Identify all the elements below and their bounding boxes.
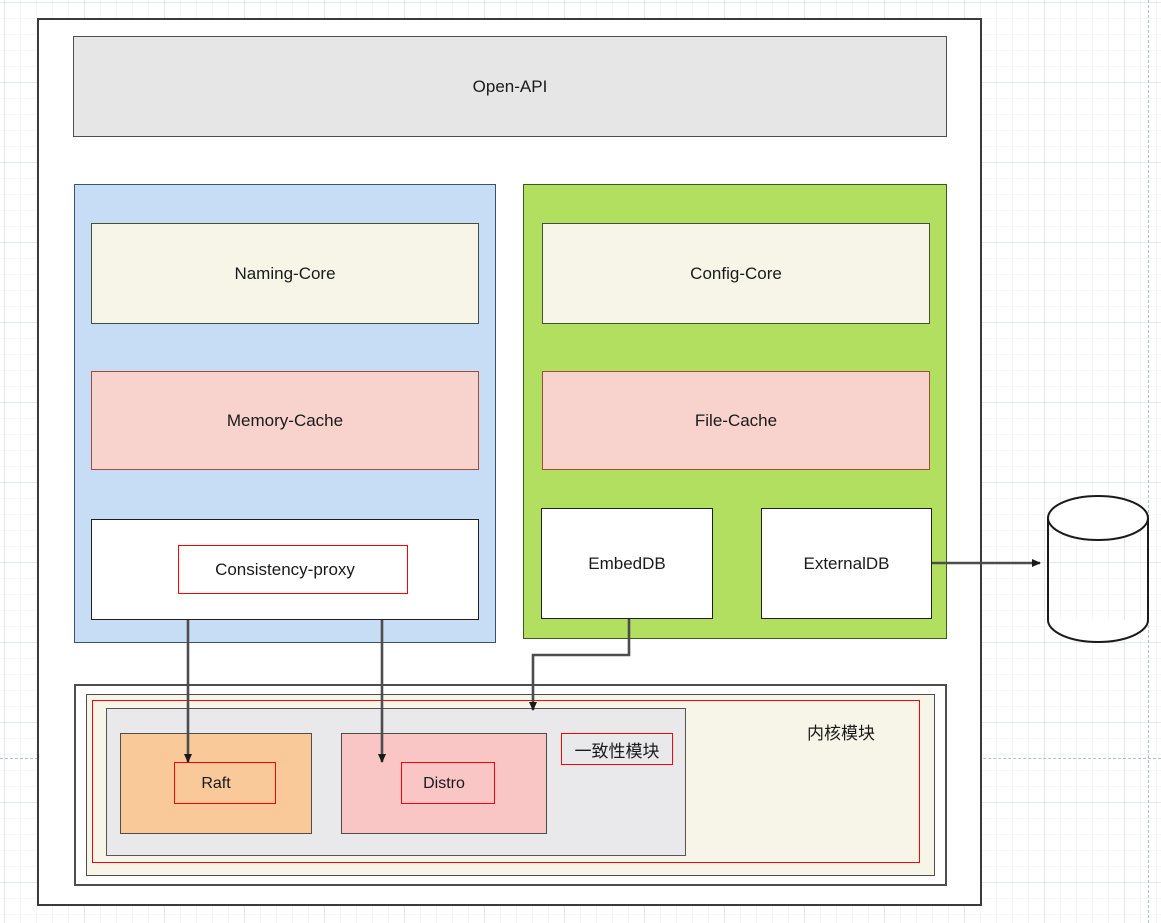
embed-db-label: EmbedDB	[588, 553, 666, 573]
open-api-label: Open-API	[472, 76, 548, 96]
raft-box[interactable]: Raft	[120, 733, 312, 834]
embed-db-box[interactable]: EmbedDB	[541, 508, 713, 619]
consistency-module-label: 一致性模块	[561, 733, 673, 765]
page-break-vertical-guide	[1148, 0, 1149, 923]
file-cache-label: File-Cache	[694, 410, 778, 430]
open-api-box[interactable]: Open-API	[73, 36, 947, 137]
database-cylinder-svg	[1047, 495, 1149, 643]
naming-core-box[interactable]: Naming-Core	[91, 223, 479, 324]
file-cache-box[interactable]: File-Cache	[542, 371, 930, 470]
external-db-label: ExternalDB	[803, 553, 890, 573]
memory-cache-label: Memory-Cache	[226, 410, 344, 430]
raft-label: Raft	[201, 774, 231, 792]
consistency-proxy-label: Consistency-proxy	[215, 559, 355, 579]
distro-label: Distro	[423, 774, 465, 792]
config-core-box[interactable]: Config-Core	[542, 223, 930, 324]
naming-core-label: Naming-Core	[234, 263, 336, 283]
config-core-label: Config-Core	[690, 263, 782, 283]
consistency-proxy-box[interactable]: Consistency-proxy	[91, 519, 479, 620]
memory-cache-box[interactable]: Memory-Cache	[91, 371, 479, 470]
kernel-module-label: 内核模块	[807, 723, 875, 743]
database-cylinder[interactable]	[1042, 492, 1154, 648]
distro-box[interactable]: Distro	[341, 733, 547, 834]
external-db-box[interactable]: ExternalDB	[761, 508, 932, 619]
